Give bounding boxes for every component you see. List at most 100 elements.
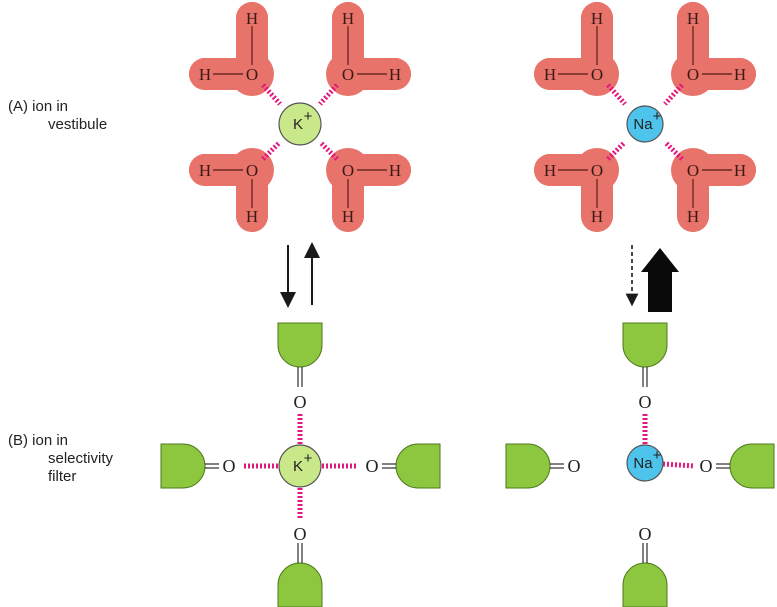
- k-ion-filter-symbol: K: [293, 458, 303, 475]
- na-ion-filter-symbol: Na: [633, 455, 653, 472]
- k-ion-filter-sphere: [278, 444, 322, 488]
- carbonyl-oxygen: O: [639, 392, 652, 412]
- oxygen-label-bg: [684, 161, 702, 179]
- carbonyl-oxygen: O: [639, 524, 652, 544]
- hydrogen-atom: H: [342, 9, 354, 28]
- carbonyl-group: [622, 562, 668, 607]
- hydrogen-label-bg: [685, 10, 701, 26]
- carbonyl-group: [395, 443, 441, 489]
- oxygen-label-bg: [243, 161, 261, 179]
- na-ion-vestibule-sphere: [626, 105, 664, 143]
- k-ion-vestibule-charge: +: [304, 108, 313, 125]
- hydrogen-label-bg: [685, 208, 701, 224]
- hydrogen-atom: H: [389, 65, 401, 84]
- hydrogen-atom: H: [687, 9, 699, 28]
- hydrogen-label-bg: [589, 208, 605, 224]
- k-filter-carbonyl-right: O: [366, 443, 441, 489]
- hydrogen-label-bg: [732, 162, 748, 178]
- k-filter-carbonyl-top: O: [277, 322, 323, 412]
- k-equilibrium-arrows: [280, 242, 320, 308]
- hydrogen-atom: H: [687, 207, 699, 226]
- carbonyl-oxygen: O: [294, 524, 307, 544]
- hydrogen-atom: H: [734, 161, 746, 180]
- label-b-line2: selectivity: [48, 450, 114, 467]
- k-hbond-tl: [261, 83, 282, 106]
- hydrogen-label-bg: [589, 10, 605, 26]
- na-hbond-bl: [606, 140, 627, 161]
- oxygen-atom: O: [591, 161, 603, 180]
- carbonyl-oxygen: O: [294, 392, 307, 412]
- k-hbond-bl: [261, 140, 282, 161]
- hydrogen-label-bg: [387, 66, 403, 82]
- hydrogen-atom: H: [734, 65, 746, 84]
- carbonyl-group: [277, 322, 323, 368]
- oxygen-label-bg: [588, 65, 606, 83]
- na-filter-carbonyl-right: O: [700, 443, 775, 489]
- oxygen-label-bg: [243, 65, 261, 83]
- na-ion-filter: Na+: [626, 444, 664, 482]
- k-hbond-br: [318, 140, 339, 161]
- na-ion-vestibule: Na+: [626, 105, 664, 143]
- carbonyl-group: [622, 322, 668, 368]
- label-a-line1: (A) ion in: [8, 98, 68, 115]
- na-hbond-tr: [663, 83, 684, 106]
- k-hbond-tr: [318, 83, 339, 106]
- na-water-br: H H O: [671, 148, 756, 232]
- hydrogen-label-bg: [197, 162, 213, 178]
- oxygen-label-bg: [339, 65, 357, 83]
- k-filter-carbonyl-bottom: O: [277, 524, 323, 607]
- na-water-tr: HHO: [671, 2, 756, 96]
- k-filter-carbonyl-left: O: [160, 443, 236, 489]
- hydrogen-label-bg: [732, 66, 748, 82]
- na-equilibrium-arrows: [625, 245, 679, 312]
- na-ion-vestibule-symbol: Na: [633, 116, 653, 133]
- carbonyl-group: [277, 562, 323, 607]
- hydrogen-bonds: [244, 83, 695, 518]
- hydrogen-atom: H: [199, 65, 211, 84]
- oxygen-atom: O: [342, 161, 354, 180]
- hydrogen-atom: H: [246, 9, 258, 28]
- oxygen-atom: O: [342, 65, 354, 84]
- hydrogen-label-bg: [244, 208, 260, 224]
- k-water-bl: H H O: [189, 148, 274, 232]
- hydrogen-label-bg: [387, 162, 403, 178]
- selectivity-filter: O O O O O O O O: [160, 322, 775, 607]
- na-water-bl: H H O: [534, 148, 619, 232]
- carbonyl-oxygen: O: [700, 456, 713, 476]
- hydrogen-label-bg: [340, 208, 356, 224]
- hydrogen-label-bg: [197, 66, 213, 82]
- hydrogen-atom: H: [199, 161, 211, 180]
- na-arrow-up-bold: [641, 248, 679, 312]
- carbonyl-oxygen: O: [568, 456, 581, 476]
- ions: K+Na+K+Na+: [278, 102, 664, 488]
- hydrogen-atom: H: [544, 161, 556, 180]
- oxygen-label-bg: [588, 161, 606, 179]
- na-ion-filter-sphere: [626, 444, 664, 482]
- hydrogen-label-bg: [542, 66, 558, 82]
- label-b-line1: (B) ion in: [8, 432, 68, 449]
- hydrogen-label-bg: [244, 10, 260, 26]
- k-water-br: HHO: [326, 148, 411, 232]
- oxygen-atom: O: [246, 65, 258, 84]
- na-filter-carbonyl-bottom: O: [622, 524, 668, 607]
- na-filter-carbonyl-top: O: [622, 322, 668, 412]
- oxygen-atom: O: [687, 161, 699, 180]
- na-filter-hbond-right: [662, 461, 695, 469]
- hydrogen-atom: H: [246, 207, 258, 226]
- carbonyl-group: [729, 443, 775, 489]
- hydrogen-label-bg: [340, 10, 356, 26]
- na-hbond-br: [663, 140, 684, 161]
- hydrogen-atom: H: [591, 207, 603, 226]
- k-ion-filter: K+: [278, 444, 322, 488]
- oxygen-label-bg: [684, 65, 702, 83]
- k-ion-vestibule-sphere: [278, 102, 322, 146]
- carbonyl-oxygen: O: [223, 456, 236, 476]
- na-ion-vestibule-charge: +: [653, 108, 662, 125]
- carbonyl-group: [505, 443, 551, 489]
- k-ion-filter-charge: +: [304, 450, 313, 467]
- k-water-tr: H H O: [326, 2, 411, 96]
- carbonyl-group: [160, 443, 206, 489]
- oxygen-atom: O: [246, 161, 258, 180]
